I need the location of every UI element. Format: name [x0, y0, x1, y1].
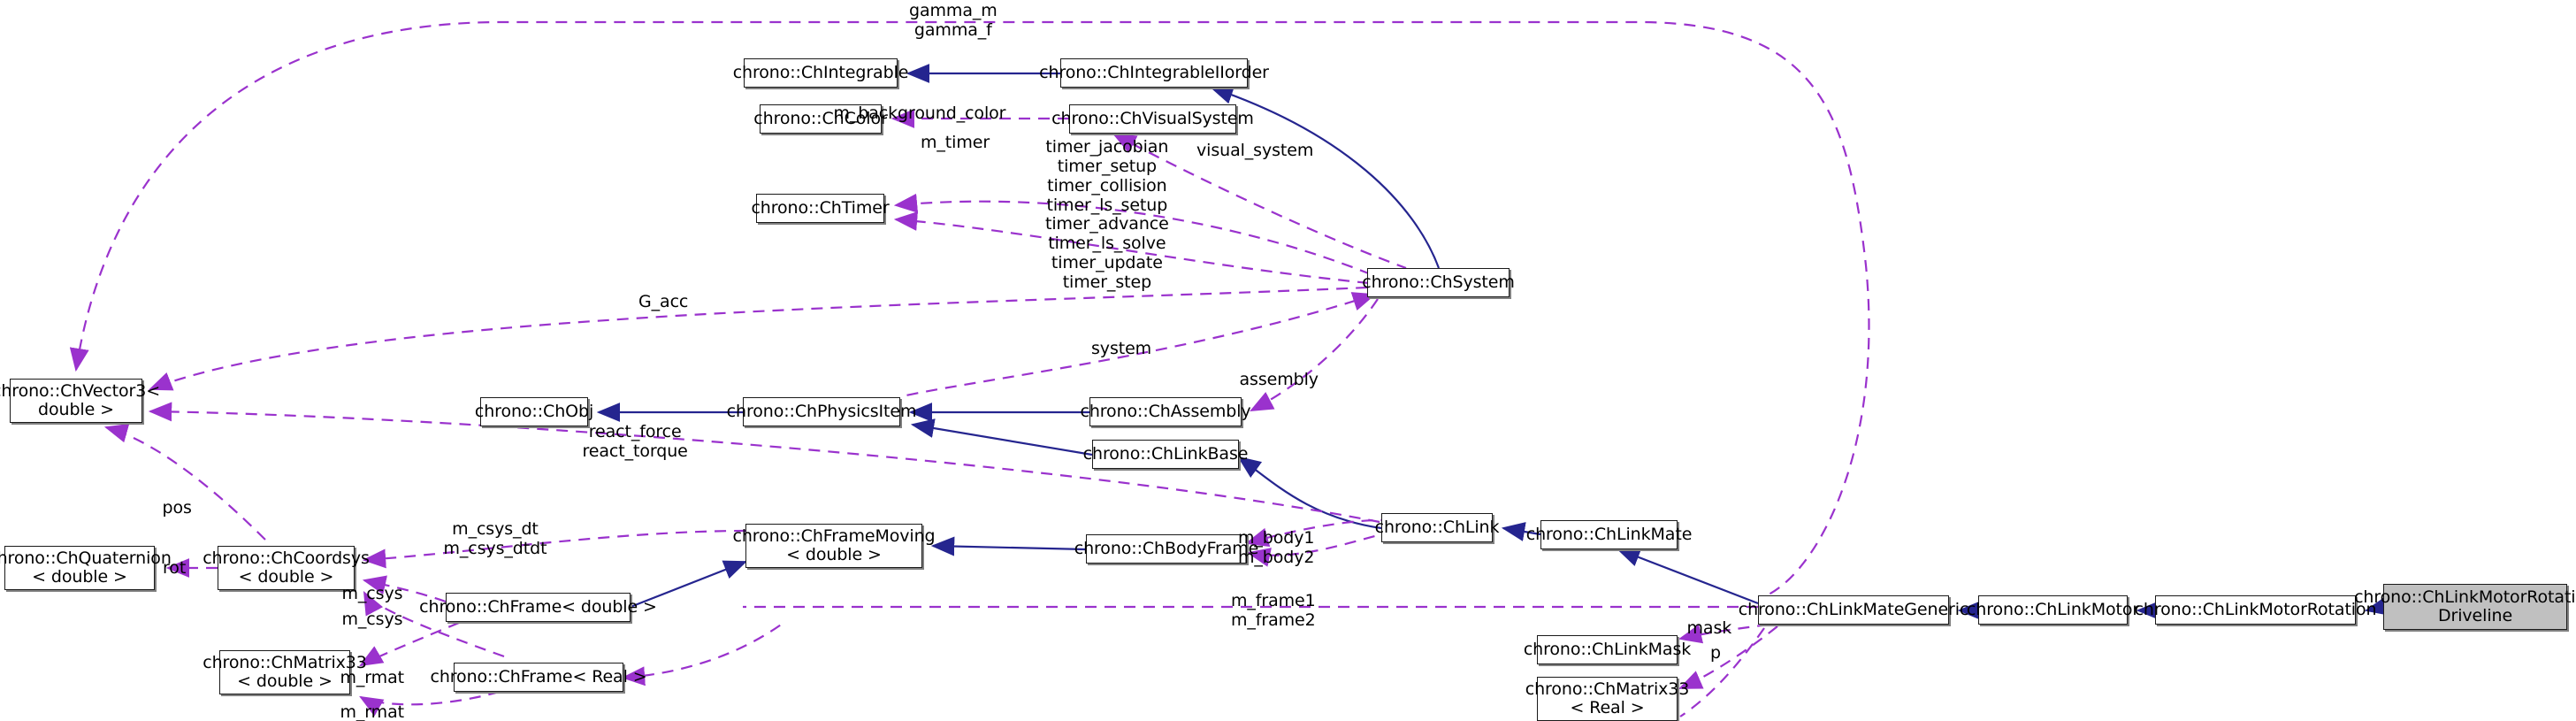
edge-label-m_csys_dt: m_csys_dt m_csys_dtdt [443, 519, 547, 558]
edge-m-rmat-b [359, 690, 501, 717]
class-node-chassembly[interactable]: chrono::ChAssembly [1080, 397, 1251, 426]
edge-chlinkmategeneric-to-chlinkmate [1616, 548, 1759, 605]
edge-label-system: system [1091, 339, 1152, 358]
edge-label-pos: pos [162, 498, 192, 518]
edge-chlinkbase-to-chphysicsitem [910, 418, 1093, 456]
class-node-chlink[interactable]: chrono::ChLink [1375, 513, 1500, 542]
edge-g-acc [148, 286, 1368, 391]
class-node-chsystem[interactable]: chrono::ChSystem [1362, 268, 1515, 297]
edge-label-m_body: m_body1 m_body2 [1238, 528, 1315, 567]
edge-label-assembly: assembly [1239, 370, 1319, 389]
edge-label-m_timer: m_timer [921, 133, 990, 152]
edge-label-visual_system: visual_system [1196, 141, 1314, 160]
edge-label-rot: rot [163, 558, 187, 578]
edge-label-timers: timer_jacobian timer_setup timer_collisi… [1045, 137, 1169, 292]
edge-m-timer-a [893, 193, 1372, 276]
class-node-chobj[interactable]: chrono::ChObj [475, 397, 593, 426]
edge-chlink-to-chlinkbase [1237, 456, 1382, 530]
class-node-chframe_double[interactable]: chrono::ChFrame< double > [419, 593, 657, 622]
class-node-chmatrix33_real[interactable]: chrono::ChMatrix33 < Real > [1525, 677, 1689, 721]
edge-p [1678, 625, 1778, 690]
edge-pos [103, 424, 266, 541]
class-node-chlinkmask[interactable]: chrono::ChLinkMask [1524, 635, 1691, 664]
edge-label-react: react_force react_torque [582, 422, 688, 461]
edge-system [901, 292, 1377, 398]
edge-m-csys-a [362, 575, 447, 603]
edge-label-m_csys_a: m_csys [341, 584, 403, 603]
edge-label-p: p [1710, 643, 1721, 663]
edge-label-m_frame: m_frame1 m_frame2 [1231, 591, 1316, 630]
edge-chframemoving-to-chframe-double [630, 560, 748, 609]
inheritance-edges [596, 64, 2389, 620]
edge-gamma-chvector3-chlinkmategeneric [69, 20, 1870, 595]
class-node-chlinkmotorrotation[interactable]: chrono::ChLinkMotorRotation [2135, 595, 2377, 625]
class-node-chframe_real[interactable]: chrono::ChFrame< Real > [430, 663, 647, 692]
class-node-chlinkmotorrotdriveline[interactable]: chrono::ChLinkMotorRotation Driveline [2354, 584, 2576, 630]
class-node-chintegrable[interactable]: chrono::ChIntegrable [733, 58, 908, 88]
edge-m-csys-dt [362, 529, 746, 569]
edge-m-body1 [1244, 518, 1382, 548]
class-node-chvector3[interactable]: chrono::ChVector3< double > [0, 379, 160, 423]
edge-chframe-real-uplink [621, 622, 784, 686]
usage-edges [69, 20, 1870, 717]
class-node-chmatrix33_double[interactable]: chrono::ChMatrix33 < double > [203, 650, 367, 694]
edge-label-m_rmat_a: m_rmat [340, 668, 405, 687]
edge-visual-system [1112, 133, 1407, 270]
class-node-chcolor[interactable]: chrono::ChColor [753, 104, 888, 134]
edge-label-m_background: m_background_color [833, 104, 1006, 123]
edge-assembly [1250, 298, 1379, 412]
edge-chlinkmate-to-chlink [1501, 522, 1541, 541]
edge-chbodyframe-to-chframemoving [930, 536, 1087, 556]
edge-m-csys-b [363, 591, 505, 658]
class-node-chlinkmotor[interactable]: chrono::ChLinkMotor [1967, 595, 2139, 625]
class-node-chintegrableiiorder[interactable]: chrono::ChIntegrableIIorder [1039, 58, 1269, 88]
edge-extra-lower [1679, 627, 1765, 717]
edge-label-m_csys_b: m_csys [341, 610, 403, 629]
edge-chlinkmotorrotdriveline-to-chlinkmotorrotation [2364, 596, 2389, 616]
class-node-chlinkbase[interactable]: chrono::ChLinkBase [1083, 440, 1248, 469]
class-node-chquaternion[interactable]: chrono::ChQuaternion < double > [0, 546, 172, 590]
class-node-chlinkmate[interactable]: chrono::ChLinkMate [1526, 520, 1692, 549]
edge-mask [1678, 623, 1770, 644]
edge-label-m_rmat_b: m_rmat [340, 702, 405, 721]
class-node-chbodyframe[interactable]: chrono::ChBodyFrame [1074, 534, 1258, 564]
edge-label-mask: mask [1686, 618, 1732, 638]
edge-m-body2 [1246, 533, 1382, 567]
edge-label-gamma: gamma_m gamma_f [909, 1, 998, 40]
class-node-chphysicsitem[interactable]: chrono::ChPhysicsItem [727, 397, 916, 426]
edge-m-timer-b [893, 211, 1370, 285]
class-node-chtimer[interactable]: chrono::ChTimer [751, 194, 890, 223]
edge-label-g_acc: G_acc [638, 292, 689, 311]
edge-react-force-torque [148, 402, 1380, 524]
class-node-chcoordsys[interactable]: chrono::ChCoordsys < double > [203, 546, 370, 590]
class-node-chlinkmategeneric[interactable]: chrono::ChLinkMateGeneric [1739, 595, 1968, 625]
class-node-chvisualsystem[interactable]: chrono::ChVisualSystem [1051, 104, 1254, 134]
edge-chsystem-to-chintegrableiiorder [1209, 85, 1441, 269]
class-node-chframemoving[interactable]: chrono::ChFrameMoving < double > [732, 524, 936, 568]
